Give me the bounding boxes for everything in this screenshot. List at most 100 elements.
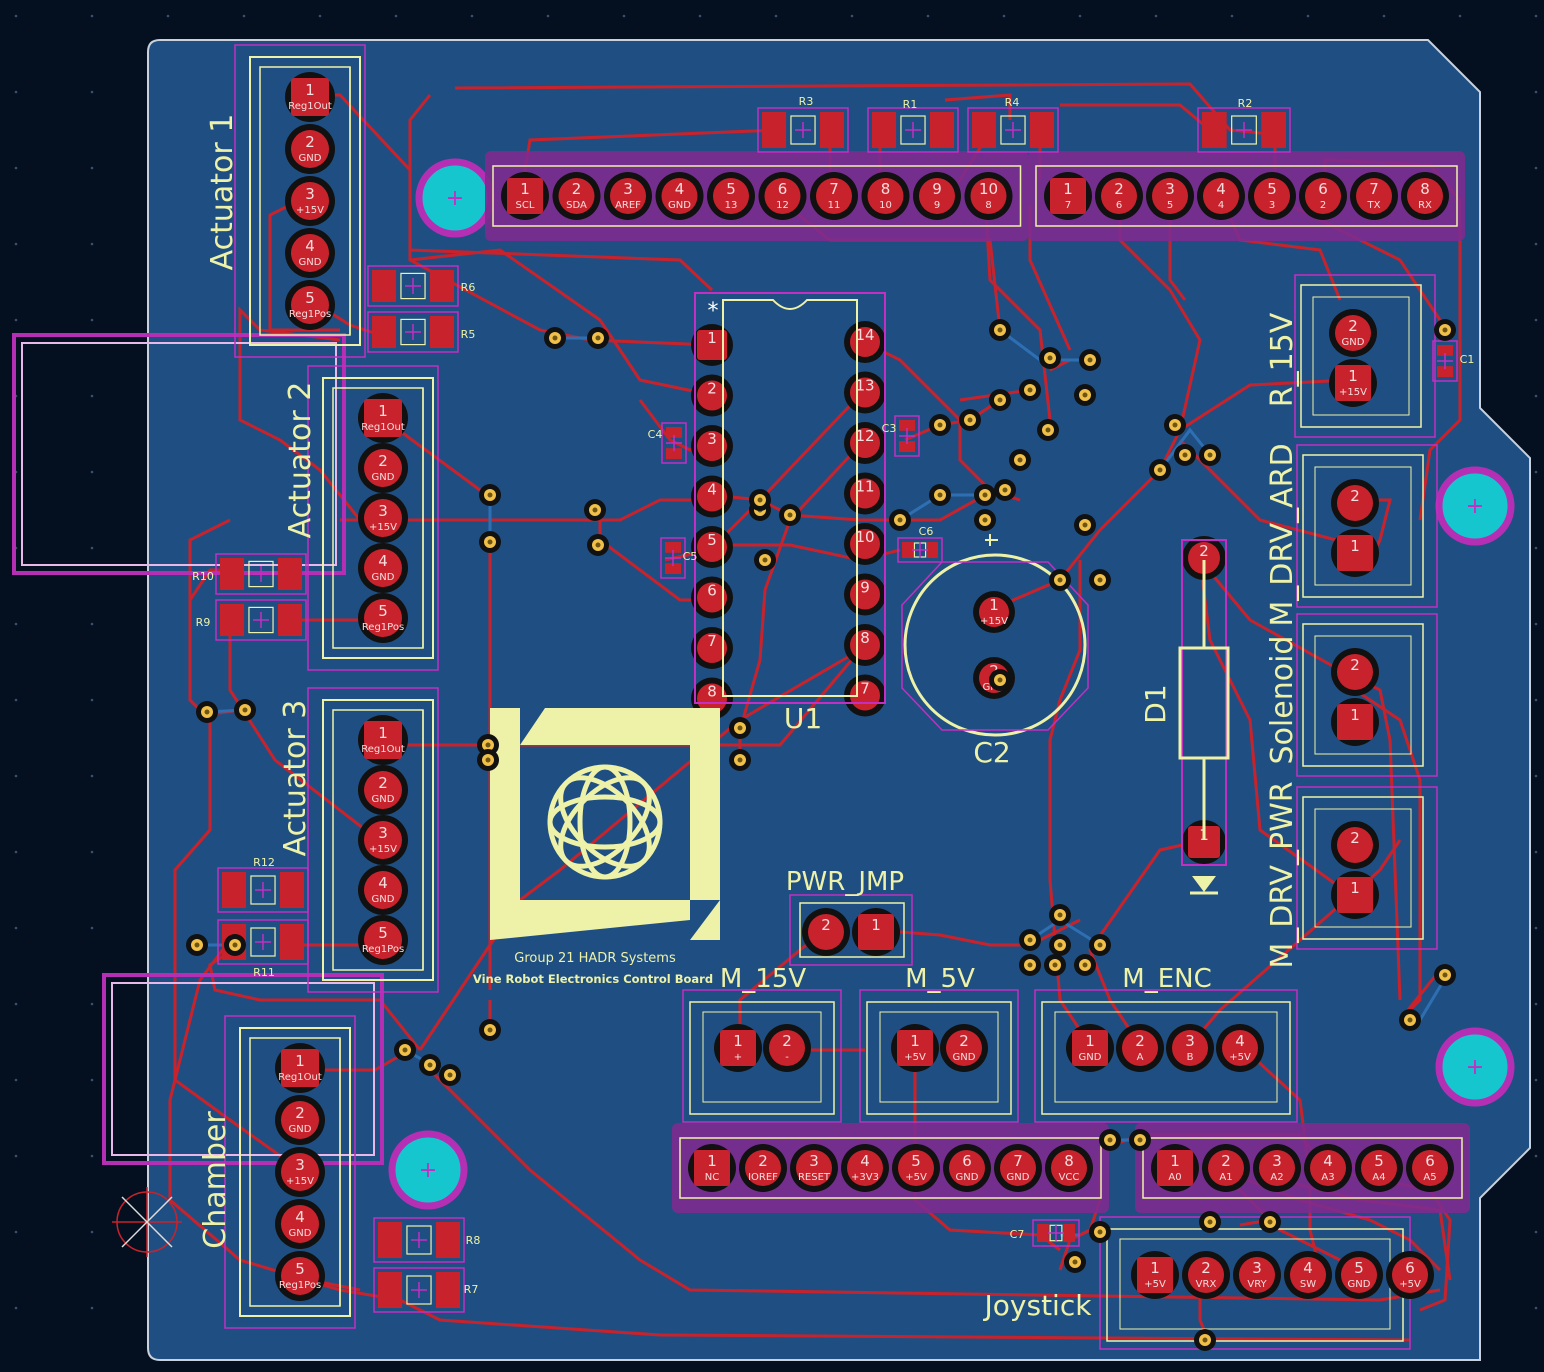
header-top-right-pin-4-number: 4 (1216, 180, 1226, 198)
connector-m-15v-pin-2-number: 2 (782, 1032, 792, 1050)
capacitor-c3-ref: C3 (882, 422, 897, 435)
header-top-right-pin-6-number: 6 (1318, 180, 1328, 198)
label-pwr-jmp: PWR_JMP (786, 867, 904, 897)
connector-r-15v (1294, 274, 1436, 438)
resistor-r10: R10 (192, 553, 307, 595)
u1-pin-13: 13 (844, 371, 886, 414)
via-38 (1164, 414, 1186, 436)
via-18 (729, 749, 751, 771)
header-bottom-left-pin-8-number: 8 (1064, 1152, 1074, 1170)
header-top-left-pin-9-number: 9 (932, 180, 942, 198)
via-17 (729, 717, 751, 739)
resistor-r2: R2 (1197, 97, 1291, 153)
via-60 (1194, 1329, 1216, 1351)
header-bottom-left-pin-2-label: IOREF (748, 1172, 778, 1183)
off-board-outlines (12, 333, 384, 1165)
u1-pin-1-number: 1 (707, 329, 717, 347)
via-44 (1049, 569, 1071, 591)
connector-solenoid (1296, 613, 1438, 777)
header-bottom-left-pin-7-number: 7 (1013, 1152, 1023, 1170)
vias (186, 319, 1456, 1351)
origin-marker (112, 1187, 182, 1257)
connector-actuator-2-pin-1-label: Reg1Out (361, 422, 405, 433)
via-31 (1037, 419, 1059, 441)
via-29 (959, 409, 981, 431)
capacitor-c1-ref: C1 (1460, 353, 1475, 366)
header-bottom-left-pin-5: 5+5V (892, 1144, 940, 1192)
connector-actuator-3-pin-1-number: 1 (378, 724, 388, 742)
u1-pin-8-number: 8 (707, 683, 717, 701)
u1-pin-11-number: 11 (855, 478, 874, 496)
connector-chamber-pin-1-label: Reg1Out (278, 1072, 322, 1083)
connector-m-drv-ard-pin-2-number: 2 (1350, 487, 1360, 505)
header-bottom-right-pin-1: 1A0 (1151, 1144, 1199, 1192)
u1-pin-2: 2 (691, 374, 733, 417)
via-26 (1074, 384, 1096, 406)
header-top-left-pin-6-number: 6 (778, 180, 788, 198)
connector-m-enc-pin-1-label: GND (1079, 1052, 1102, 1063)
silkscreen-labels: Actuator 1 Actuator 2 Actuator 3 Chamber… (198, 114, 1300, 1322)
connector-actuator-1-pin-1-number: 1 (305, 81, 315, 99)
connector-m-5v (859, 989, 1019, 1123)
connector-chamber-pin-5-label: Reg1Pos (279, 1280, 321, 1291)
header-top-left-pin-9-label: 9 (934, 200, 940, 211)
connector-joystick-pin-4-label: SW (1300, 1279, 1316, 1290)
u1-pin-7-number: 7 (860, 680, 870, 698)
connector-actuator-1-pin-3-label: +15V (296, 205, 324, 216)
connector-m-5v-pin-2-label: GND (953, 1052, 976, 1063)
resistor-r8-ref: R8 (466, 1234, 481, 1247)
via-34 (974, 484, 996, 506)
resistor-r7: R7 (373, 1267, 478, 1313)
via-21 (779, 504, 801, 526)
capacitor-c5: C5 (660, 537, 697, 579)
header-bottom-right-pin-5-number: 5 (1374, 1152, 1384, 1170)
header-top-right-pin-7-number: 7 (1369, 180, 1379, 198)
connector-solenoid-pin-2: 2 (1331, 648, 1379, 696)
connector-r-15v-pin-1: 1+15V (1329, 359, 1377, 407)
via-35 (929, 484, 951, 506)
connector-actuator-3-pin-1-label: Reg1Out (361, 744, 405, 755)
label-actuator-1: Actuator 1 (205, 114, 240, 271)
resistor-r1: R1 (867, 98, 959, 153)
label-actuator-2: Actuator 2 (283, 382, 318, 539)
header-bottom-right-pin-4: 4A3 (1304, 1144, 1352, 1192)
header-top-left-pin-8-label: 10 (879, 200, 892, 211)
svg-text:+: + (1466, 1055, 1484, 1080)
via-27 (1019, 379, 1041, 401)
u1-pin-8-number: 8 (860, 629, 870, 647)
mount-hole-bottom-left (388, 1130, 468, 1210)
via-20 (754, 549, 776, 571)
pwr-jumper-pin-1: 1 (852, 908, 900, 956)
connector-r-15v-pin-2-label: GND (1342, 337, 1365, 348)
u1-pin-11: 11 (844, 472, 886, 515)
header-top-right-pin-2-number: 2 (1114, 180, 1124, 198)
c2-pin-1-label: +15V (980, 616, 1008, 627)
resistor-r4: R4 (967, 96, 1059, 153)
header-bottom-left-pin-8-label: VCC (1059, 1172, 1080, 1183)
connector-chamber-pin-3-label: +15V (286, 1176, 314, 1187)
connector-actuator-2-pin-1-number: 1 (378, 402, 388, 420)
header-bottom-left-pin-1: 1NC (688, 1144, 736, 1192)
via-37 (974, 509, 996, 531)
d1-diode-outline (1178, 539, 1230, 895)
connector-chamber-pin-1-number: 1 (295, 1052, 305, 1070)
connector-m-enc (1034, 989, 1298, 1123)
connector-chamber-pin-2-number: 2 (295, 1104, 305, 1122)
connector-solenoid-pin-2-number: 2 (1350, 656, 1360, 674)
connector-actuator-3-pin-3: 3+15V (358, 815, 408, 865)
header-top-left-pin-5: 513 (707, 172, 755, 220)
resistor-r6-ref: R6 (461, 281, 476, 294)
via-43 (1089, 569, 1111, 591)
via-28 (989, 389, 1011, 411)
connector-chamber-pin-3: 3+15V (275, 1147, 325, 1197)
